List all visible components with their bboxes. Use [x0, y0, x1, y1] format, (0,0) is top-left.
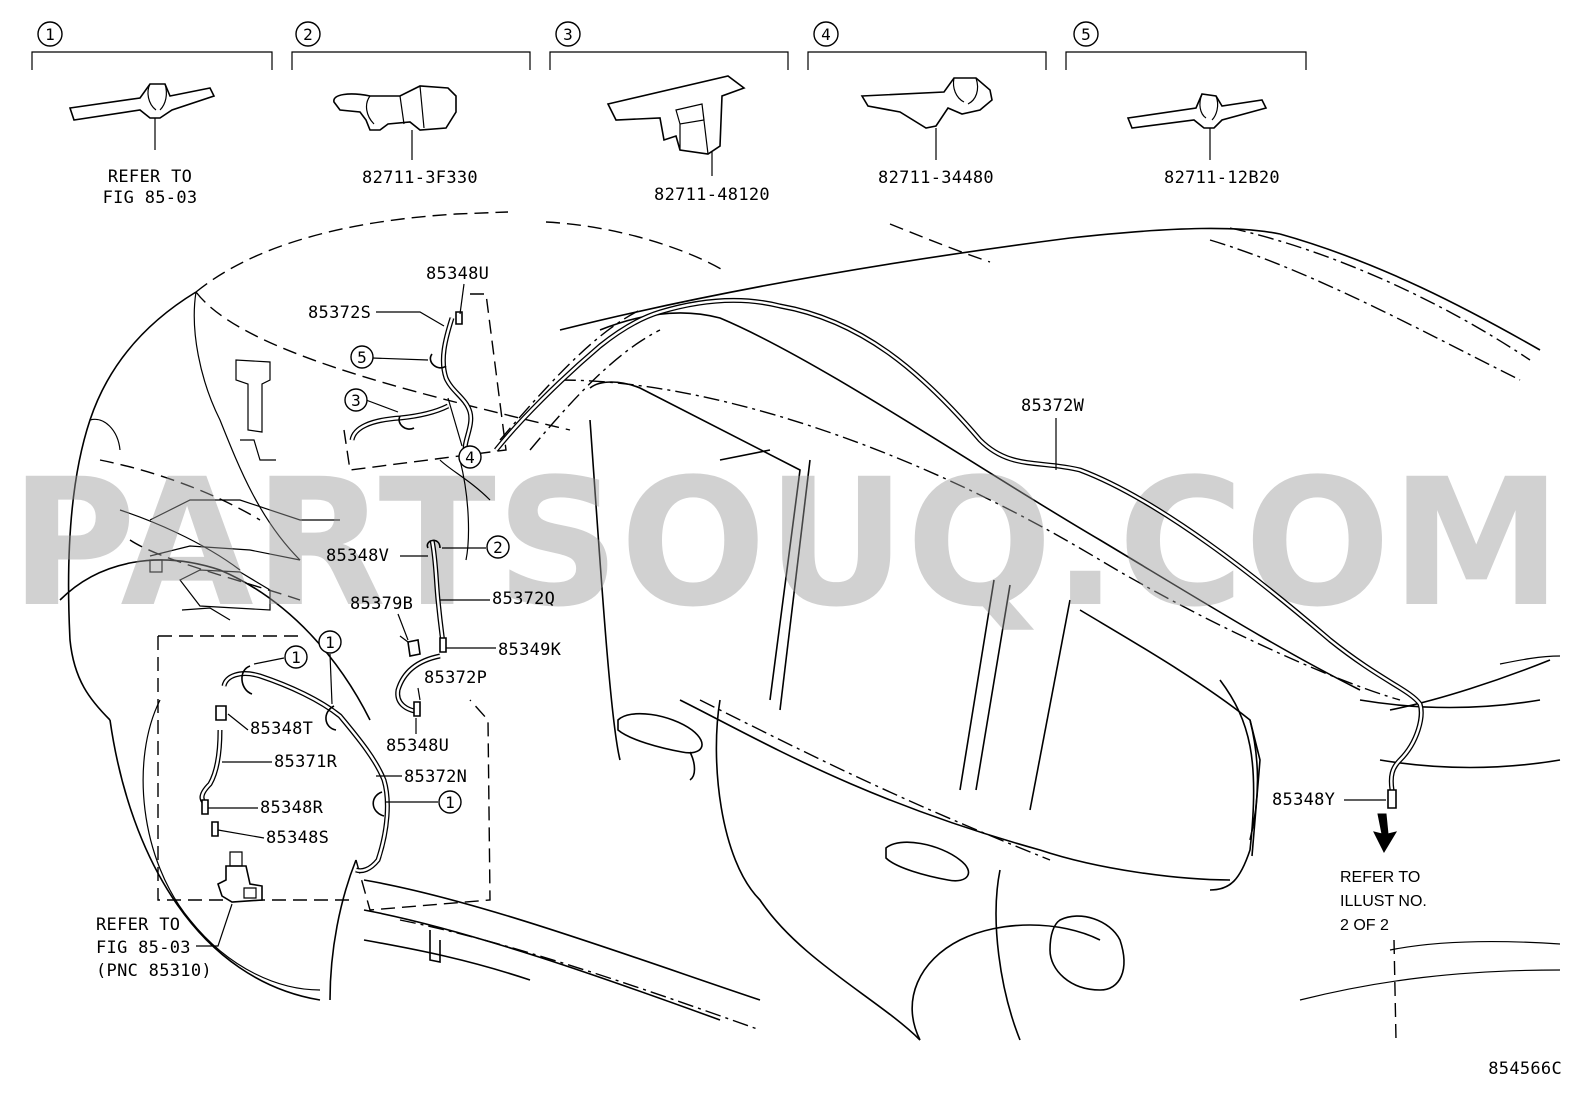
callout-4-marker: 4	[813, 21, 839, 47]
clip-marker-1a	[284, 645, 308, 669]
clip-marker-5	[350, 345, 374, 369]
illust-ref-line1: REFER TO	[1340, 869, 1420, 886]
svg-text:4: 4	[465, 448, 475, 467]
svg-text:5: 5	[1081, 25, 1091, 44]
callout-5-marker: 5	[1073, 21, 1099, 47]
label-85372W: 85372W	[1021, 396, 1085, 416]
clip-1-drawing	[68, 83, 216, 150]
svg-text:1: 1	[291, 648, 301, 667]
clip-5-drawing	[1126, 93, 1268, 160]
svg-text:1: 1	[445, 793, 455, 812]
callout-2-part-number: 82711-3F330	[362, 168, 478, 188]
watermark: PARTSOUQ.COM	[10, 441, 1562, 646]
svg-text:2: 2	[493, 538, 503, 557]
illust-ref-line2: ILLUST NO.	[1340, 893, 1427, 910]
clip-markers: 5 3 4 2 1 1 1	[253, 345, 510, 814]
clip-marker-1b	[318, 630, 342, 654]
svg-text:1: 1	[45, 25, 55, 44]
label-85348R: 85348R	[260, 798, 324, 818]
callout-5-part-number: 82711-12B20	[1164, 168, 1280, 188]
clip-callout-strip: 1 2 3 4 5 REFER TO FIG 85-03	[31, 21, 1307, 208]
callout-3-marker: 3	[555, 21, 581, 47]
refer-arrow-icon	[1373, 813, 1398, 854]
callout-1-ref-line1: REFER TO	[108, 167, 192, 187]
label-85348U-top: 85348U	[426, 264, 489, 284]
callout-3-part-number: 82711-48120	[654, 185, 770, 205]
pump-ref-line2: FIG 85-03	[96, 938, 191, 958]
clip-4-drawing	[860, 77, 993, 160]
svg-text:4: 4	[821, 25, 831, 44]
pump-ref-line3: (PNC 85310)	[96, 961, 212, 981]
label-85379B: 85379B	[350, 594, 413, 614]
label-85372P: 85372P	[424, 668, 487, 688]
svg-text:3: 3	[563, 25, 573, 44]
label-85371R: 85371R	[274, 752, 338, 772]
reference-notes: REFER TO FIG 85-03 (PNC 85310) REFER TO …	[96, 813, 1562, 1079]
clip-marker-2	[486, 535, 510, 559]
svg-text:5: 5	[357, 348, 367, 367]
clip-marker-1c	[438, 790, 462, 814]
label-85372N: 85372N	[404, 767, 467, 787]
callout-2-marker: 2	[295, 21, 321, 47]
callout-1-ref-line2: FIG 85-03	[103, 188, 198, 208]
label-85348Y: 85348Y	[1272, 790, 1335, 810]
svg-text:1: 1	[325, 633, 335, 652]
label-85348S: 85348S	[266, 828, 329, 848]
label-85372S: 85372S	[308, 303, 371, 323]
clip-marker-4	[458, 445, 482, 469]
vehicle-body-outline	[59, 211, 1561, 1041]
label-85372Q: 85372Q	[492, 589, 555, 609]
label-85349K: 85349K	[498, 640, 562, 660]
callout-1-marker: 1	[37, 21, 63, 47]
label-85348T: 85348T	[250, 719, 313, 739]
reference-boxes	[157, 293, 507, 911]
illust-ref-line3: 2 OF 2	[1340, 917, 1389, 934]
figure-code: 854566C	[1488, 1059, 1562, 1079]
washer-hoses	[199, 297, 1424, 903]
clip-marker-3	[344, 388, 368, 412]
label-85348V: 85348V	[326, 546, 389, 566]
svg-text:2: 2	[303, 25, 313, 44]
part-labels: 85348U 85372S 85372W 85348V 85372Q 85379…	[208, 264, 1386, 848]
clip-3-drawing	[606, 75, 746, 176]
label-85348U-mid: 85348U	[386, 736, 449, 756]
clip-2-drawing	[333, 85, 457, 160]
svg-text:3: 3	[351, 391, 361, 410]
callout-4-part-number: 82711-34480	[878, 168, 994, 188]
pump-ref-line1: REFER TO	[96, 915, 180, 935]
